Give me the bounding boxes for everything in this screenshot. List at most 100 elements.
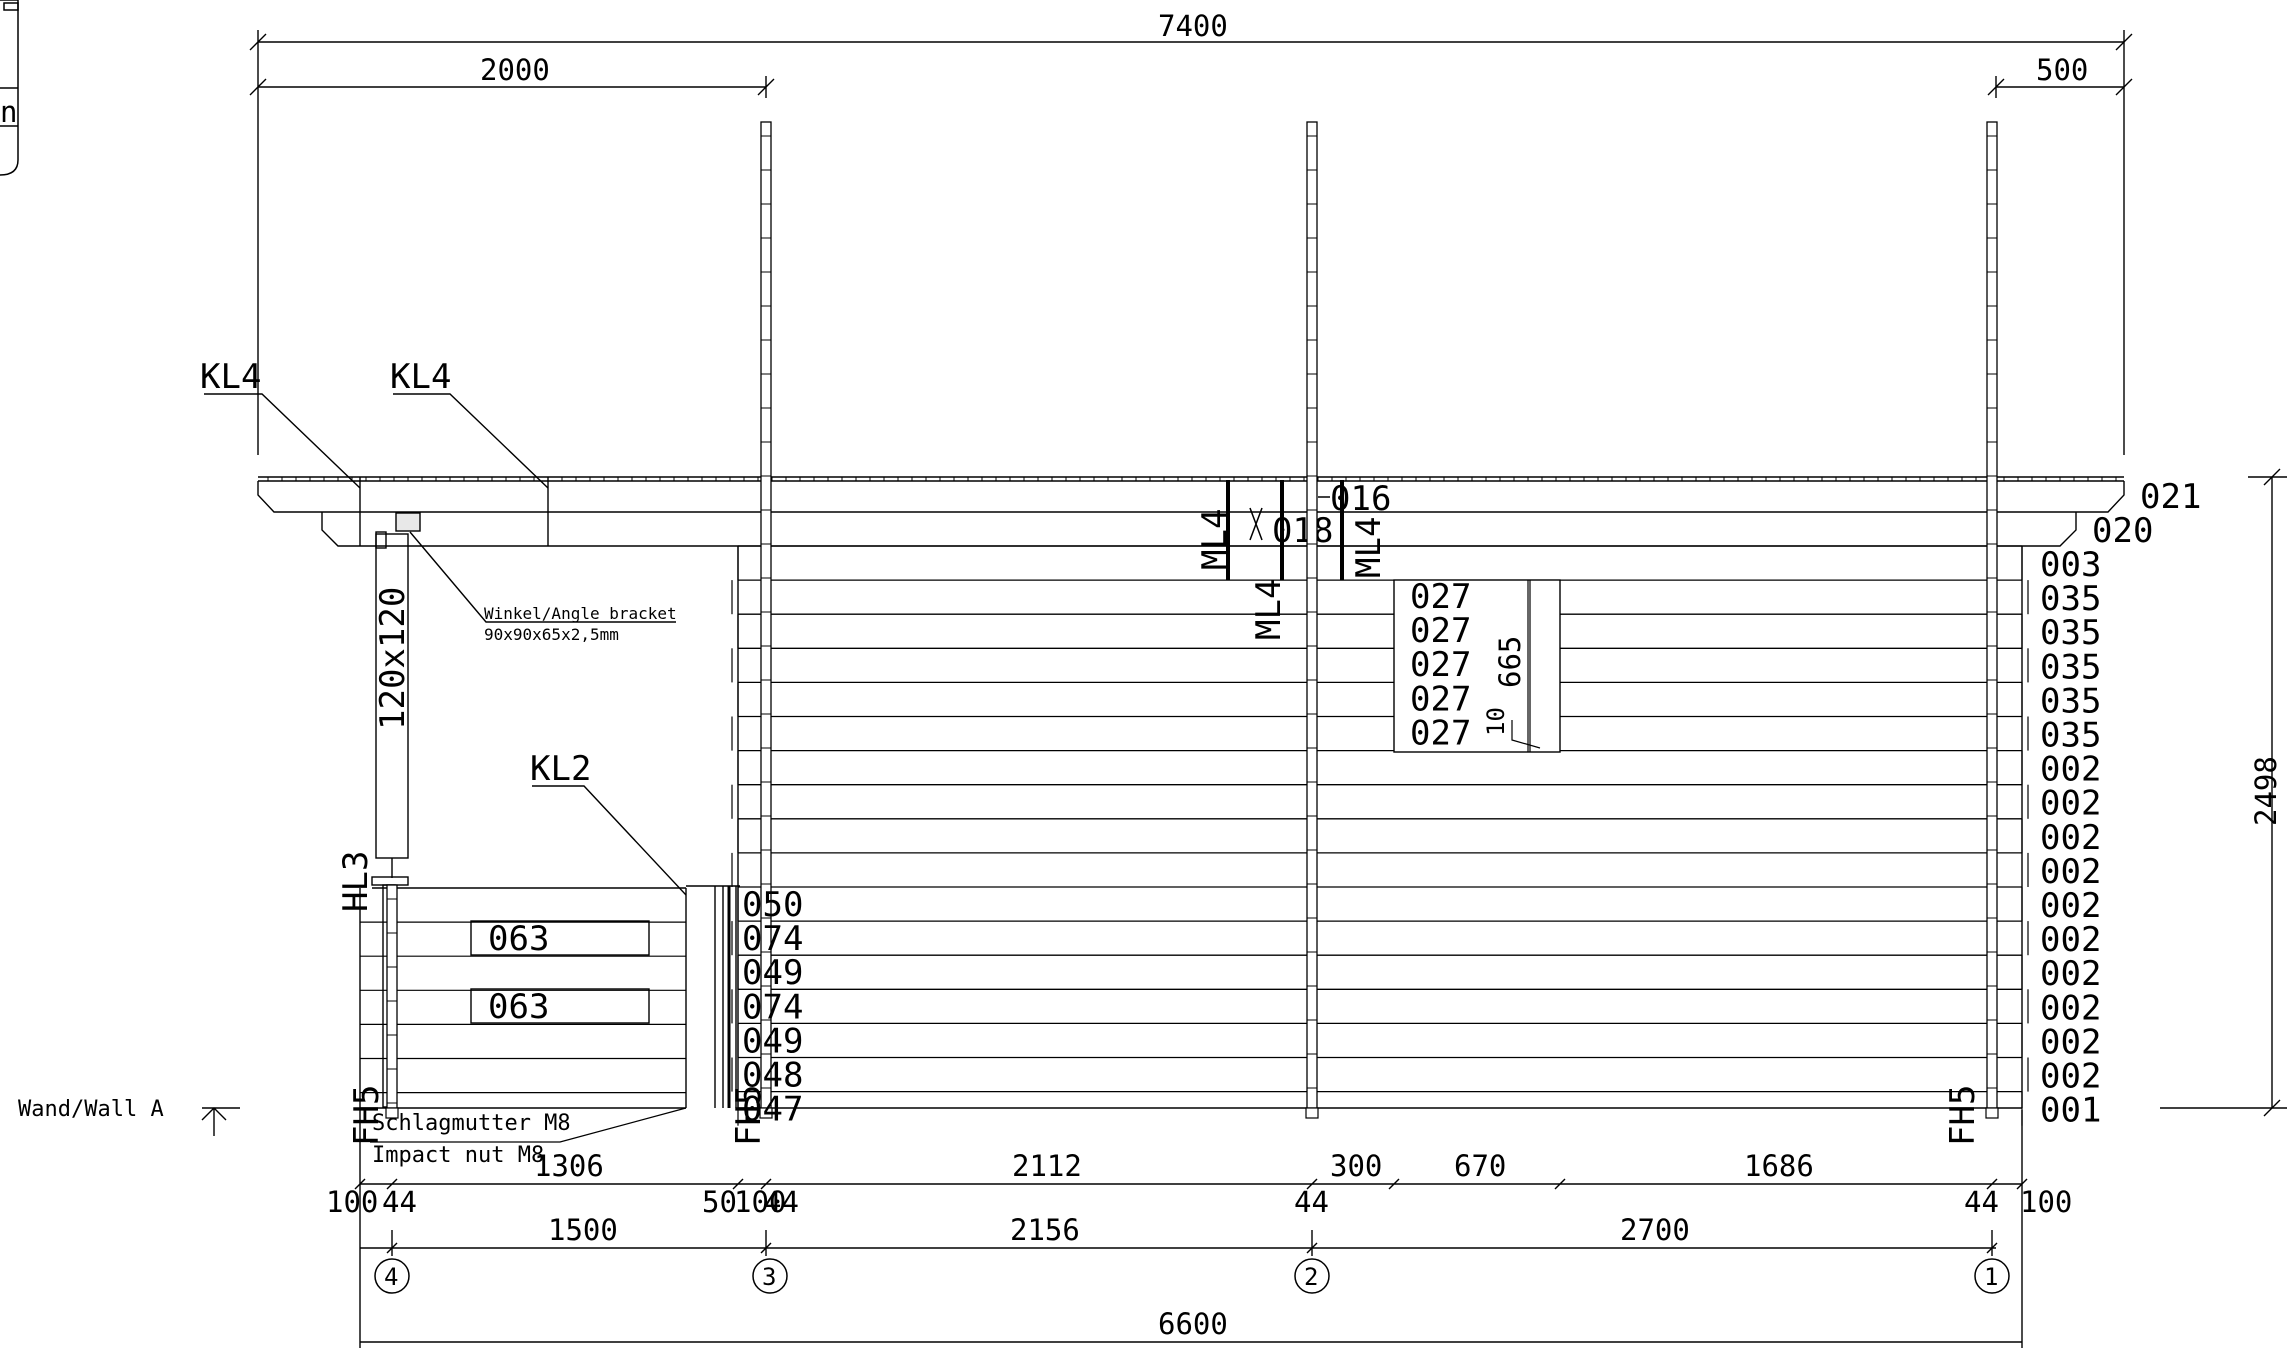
dim-overall-top: 7400 <box>1158 9 1228 43</box>
window-height: 665 <box>1493 636 1527 688</box>
left-part-2: 063 <box>488 987 549 1027</box>
dim-row2-8: 100 <box>2020 1185 2072 1219</box>
right-part-9: 002 <box>2040 750 2101 790</box>
rod-axis-3 <box>759 121 773 1119</box>
right-part-labels: 0210200030350350350350350020020020020020… <box>2040 477 2201 1131</box>
dim-row2-5: 44 <box>764 1185 799 1219</box>
angle-bracket-size: 90x90x65x2,5mm <box>484 625 619 644</box>
label-018: 018 <box>1272 511 1333 551</box>
kl4-leaders <box>204 393 549 489</box>
right-part-10: 002 <box>2040 784 2101 824</box>
height-dimension <box>2160 468 2287 1117</box>
rod-axis-4 <box>385 884 399 1119</box>
wall-label: Wand/Wall A <box>18 1097 164 1122</box>
door-part-3: 049 <box>742 953 803 993</box>
bottom-dimension-lines <box>359 1110 2023 1348</box>
top-dimension-lines <box>249 30 2133 455</box>
right-part-7: 035 <box>2040 681 2101 721</box>
wall-marker-arrow <box>201 1107 240 1136</box>
rod-axis-1 <box>1985 121 1999 1119</box>
nut-leader <box>370 1107 687 1143</box>
label-kl2: KL2 <box>530 749 591 789</box>
rod-axis-2 <box>1305 121 1319 1119</box>
door-part-2: 074 <box>742 919 803 959</box>
window-gap: 10 <box>1482 707 1510 736</box>
door-part-1: 050 <box>742 885 803 925</box>
roof-ticks <box>267 477 2117 481</box>
dim-row1-3: 300 <box>1330 1149 1382 1183</box>
bottom-ticks <box>354 1178 2028 1256</box>
right-part-16: 002 <box>2040 988 2101 1028</box>
dim-row2-3: 50 <box>702 1185 737 1219</box>
dim-row1-5: 1686 <box>1744 1149 1814 1183</box>
window-part-3: 027 <box>1410 645 1471 685</box>
dim-row1-1: 1306 <box>534 1149 604 1183</box>
left-block <box>359 785 687 1109</box>
left-edge-fragment <box>0 0 19 176</box>
axis-marker-1: 1 <box>1974 1258 2010 1294</box>
window-dimension <box>1511 580 1541 752</box>
window-part-1: 027 <box>1410 577 1471 617</box>
right-part-2: 020 <box>2092 511 2153 551</box>
axis-label-1: 1 <box>1984 1263 1998 1291</box>
right-part-3: 003 <box>2040 545 2101 585</box>
dim-row3-1: 1500 <box>548 1213 618 1247</box>
wall-log-lines <box>738 545 2022 1093</box>
dim-row3-3: 2700 <box>1620 1213 1690 1247</box>
dim-overall-bottom: 6600 <box>1158 1307 1228 1341</box>
nut-label-en: Impact nut M8 <box>372 1143 544 1168</box>
ml4-markers <box>1226 480 1344 580</box>
right-part-19: 001 <box>2040 1091 2101 1131</box>
wall-log-steps <box>731 546 2029 1126</box>
axis-label-3: 3 <box>762 1263 776 1291</box>
label-fh5-left: FH5 <box>347 1085 387 1146</box>
axis-markers: 4 3 2 1 <box>374 1258 2010 1294</box>
threaded-rods <box>385 121 1999 1119</box>
right-part-13: 002 <box>2040 886 2101 926</box>
door-frame <box>686 885 740 1108</box>
label-fh5-mid: FH5 <box>729 1085 769 1146</box>
right-part-8: 035 <box>2040 716 2101 756</box>
dim-row3-2: 2156 <box>1010 1213 1080 1247</box>
axis-label-2: 2 <box>1304 1263 1318 1291</box>
label-hl3: HL3 <box>336 851 376 912</box>
dim-right-top: 500 <box>2036 53 2088 87</box>
left-edge-text: n <box>0 95 17 129</box>
right-part-14: 002 <box>2040 920 2101 960</box>
door-part-7: 047 <box>742 1090 803 1130</box>
right-part-15: 002 <box>2040 954 2101 994</box>
dim-row1-2: 2112 <box>1012 1149 1082 1183</box>
door-part-6: 048 <box>742 1056 803 1096</box>
right-part-17: 002 <box>2040 1022 2101 1062</box>
left-part-1: 063 <box>488 919 549 959</box>
dim-row2-2: 44 <box>382 1185 417 1219</box>
dim-row2-6: 44 <box>1294 1185 1329 1219</box>
label-kl4-left: KL4 <box>200 357 261 397</box>
axis-marker-4: 4 <box>374 1258 410 1294</box>
dim-height-right: 2498 <box>2249 756 2283 826</box>
roof-structure <box>257 476 2125 547</box>
label-016: 016 <box>1330 479 1391 519</box>
dim-row2-1: 100 <box>326 1185 378 1219</box>
window-opening <box>1393 579 1561 753</box>
label-ml4-a: ML4 <box>1195 509 1235 570</box>
post-size-label: 120x120 <box>373 587 413 730</box>
label-fh5-right: FH5 <box>1943 1085 1983 1146</box>
axis-label-4: 4 <box>384 1263 398 1291</box>
right-part-11: 002 <box>2040 818 2101 858</box>
right-part-18: 002 <box>2040 1057 2101 1097</box>
window-part-4: 027 <box>1410 679 1471 719</box>
dim-row2-4: 100 <box>734 1185 786 1219</box>
window-part-5: 027 <box>1410 713 1471 753</box>
dim-row2-7: 44 <box>1964 1185 1999 1219</box>
door-part-4: 074 <box>742 987 803 1027</box>
label-ml4-b: ML4 <box>1249 579 1289 640</box>
window-part-2: 027 <box>1410 611 1471 651</box>
door-part-5: 049 <box>742 1021 803 1061</box>
nut-label-de: Schlagmutter M8 <box>372 1111 571 1136</box>
label-ml4-c: ML4 <box>1349 517 1389 578</box>
right-part-12: 002 <box>2040 852 2101 892</box>
